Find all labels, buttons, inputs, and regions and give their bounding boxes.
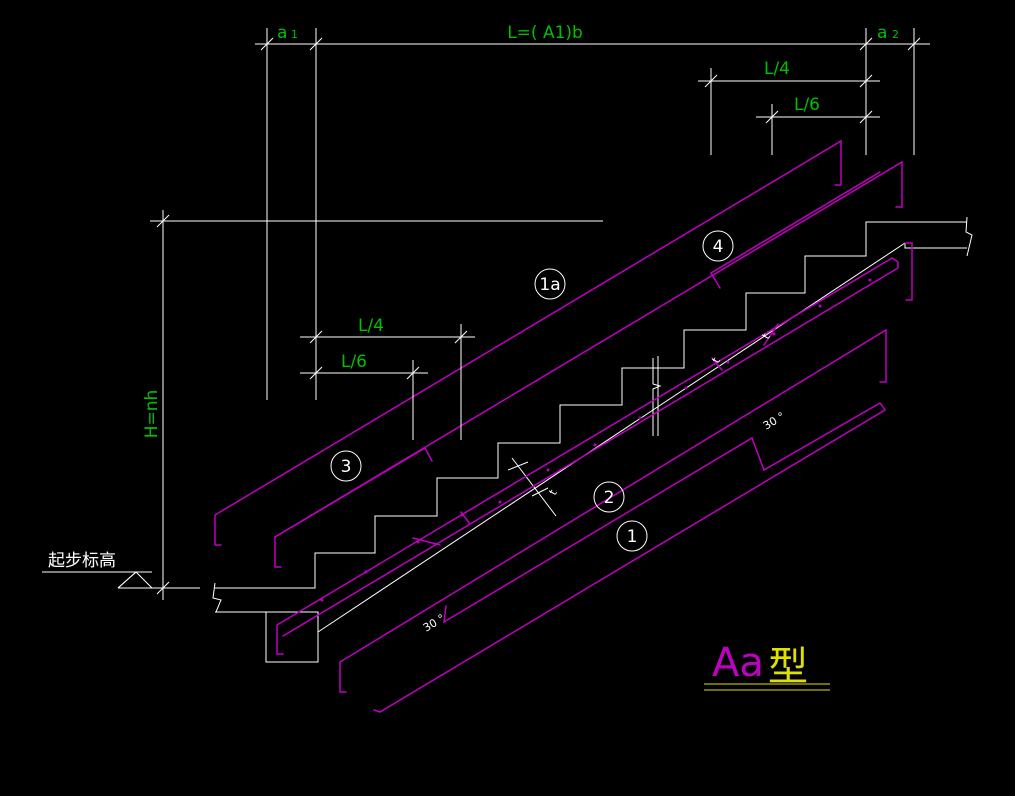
dot [726,360,730,364]
angle-label-lower: 30 ° [421,612,447,635]
dot [684,386,688,390]
tick [859,74,873,88]
angle-label-upper: 30 ° [761,410,787,433]
thickness-label-2: t [759,331,773,342]
tick [156,214,170,228]
start-elevation-label: 起步标高 [48,551,116,571]
thickness-labels: t t t [546,331,773,498]
marker-label-2: 2 [604,488,615,508]
marker-circle-3 [330,450,362,482]
thickness-tick-1 [507,461,529,471]
rebar-tie-1 [412,537,441,546]
marker-circle-4 [702,230,734,262]
dim-a2-label: a [877,23,887,43]
marker-label-4: 4 [713,237,724,257]
tick [765,110,779,124]
tick [309,330,323,344]
rebar-1a-lower [339,328,887,693]
elevation-tri-side [117,571,137,589]
stair-structure [212,216,973,663]
rebar-tie-4 [763,323,779,346]
drawing-title: Aa 型 [704,640,830,691]
dot [460,513,464,517]
dot [818,304,822,308]
thickness-label: t [546,487,560,498]
dot [638,416,642,420]
tick [406,366,420,380]
marker-label-3: 3 [341,457,352,477]
marker-circle-2 [593,481,625,513]
dim-lower-l6-label: L/6 [341,352,367,372]
dimension-lines [42,28,930,600]
dot [320,598,324,602]
tick [260,37,274,51]
elevation-tri-side2 [135,571,153,589]
tick [454,330,468,344]
dim-upper-l4-label: L/4 [764,59,790,79]
dimension-labels: a 1 L=( A1)b a 2 L/4 L/6 L/4 L/6 H=nh [142,23,899,438]
marker-circle-1 [616,520,648,552]
tick [704,74,718,88]
thickness-tick-2 [531,487,549,497]
tick [907,37,921,51]
tick [859,110,873,124]
dim-a2-subscript: 2 [892,28,899,41]
rebar-group [214,139,913,713]
break-mark-lower [212,582,222,613]
marker-label-1a: 1a [539,275,560,295]
stair-step-profile [215,221,967,589]
tick [309,366,323,380]
dot [416,540,420,544]
title-latin: Aa [712,640,764,686]
title-cjk: 型 [768,644,808,690]
break-mark-upper [965,216,973,257]
rebar-tie-3 [711,357,723,371]
rebar-3-short [274,446,433,538]
dot [498,500,502,504]
dot [546,468,550,472]
dim-upper-l6-label: L/6 [794,95,820,115]
rebar-markers [330,230,734,552]
dim-span-label: L=( A1)b [507,23,583,43]
dim-height-label: H=nh [142,390,162,439]
rebar-4-short [709,171,881,289]
stair-soffit-profile [215,611,319,663]
dim-a1-subscript: 1 [291,28,298,41]
rebar-marker-labels: 1a 4 3 2 1 [341,237,724,547]
distribution-bars [320,278,872,602]
break-mark-middle [652,358,662,436]
marker-label-1: 1 [627,527,638,547]
elevation-triangle [117,571,152,589]
rebar-1 [373,402,887,713]
tick [309,37,323,51]
thickness-dim-line [511,457,557,517]
upper-landing-soffit [904,243,967,249]
dim-a1-label: a [277,23,287,43]
dot [868,278,872,282]
thickness-label-3: t [709,355,723,366]
marker-circle-1a [534,268,566,300]
dot [593,443,597,447]
dot [364,570,368,574]
dot [772,332,776,336]
rebar-2 [276,257,899,655]
dim-lower-l4-label: L/4 [358,316,384,336]
rebar-4 [274,160,903,568]
rebar-2-hook [904,242,913,301]
rebar-1a [214,139,842,546]
tick [859,37,873,51]
